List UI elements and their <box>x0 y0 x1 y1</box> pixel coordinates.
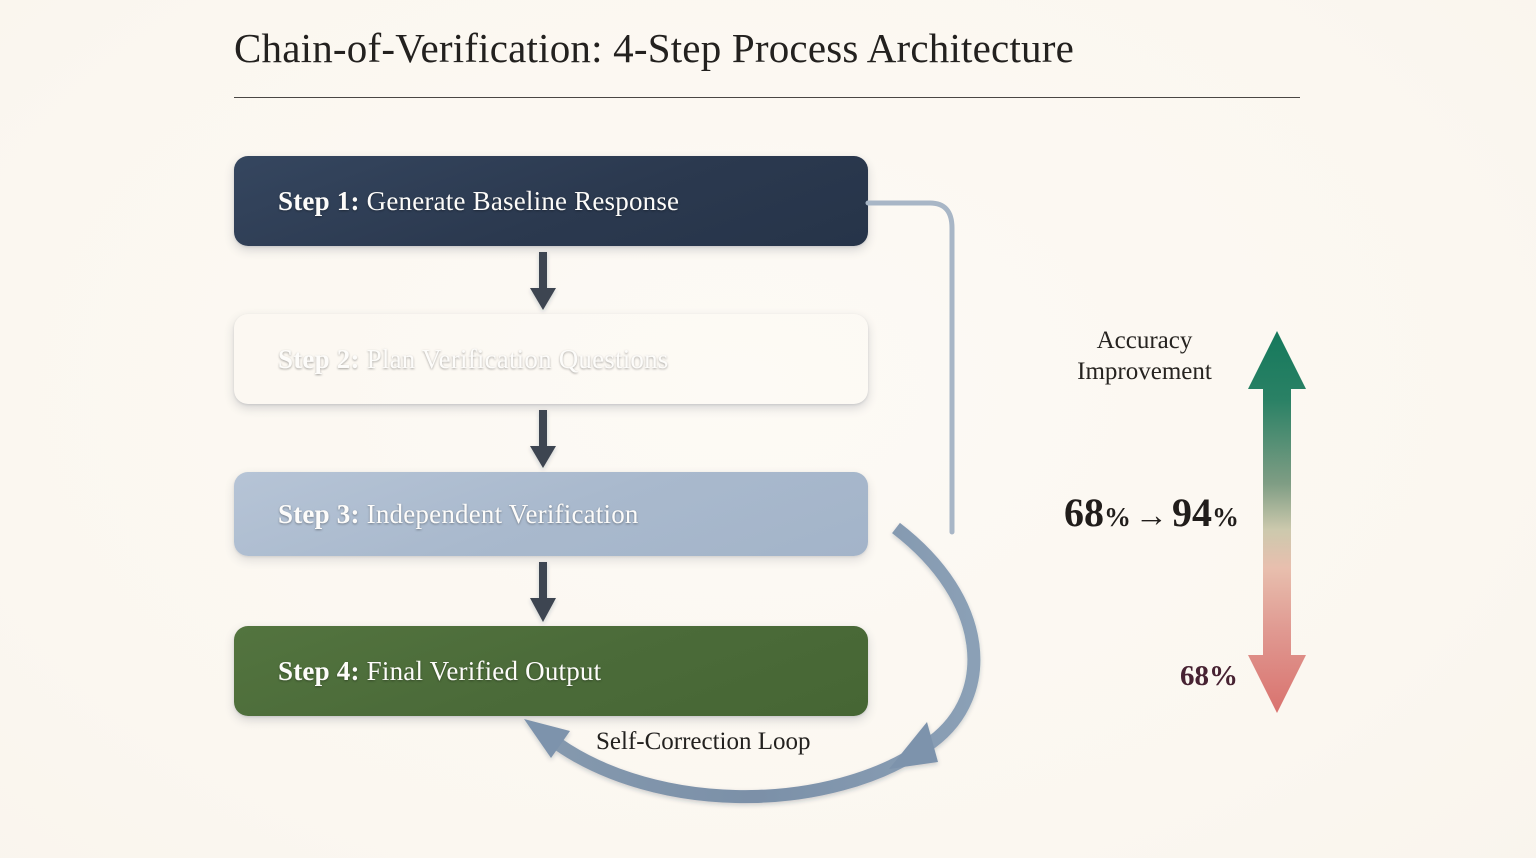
step-box-4[interactable]: Step 4: Final Verified Output <box>234 626 868 716</box>
step-label-2: Plan Verification Questions <box>366 343 669 374</box>
page-title: Chain-of-Verification: 4-Step Process Ar… <box>234 25 1074 71</box>
flow-arrow-3-to-4 <box>530 562 556 622</box>
flow-arrow-1-to-2 <box>530 252 556 310</box>
step-label-1: Generate Baseline Response <box>366 185 680 216</box>
accuracy-after-value: 94 <box>1172 490 1212 535</box>
step-number-4: Step 4: <box>278 655 360 686</box>
step-label-4: Final Verified Output <box>366 655 602 686</box>
right-arrow-icon: → <box>1135 498 1168 534</box>
gauge-title-line1: Accuracy <box>1096 327 1193 354</box>
step-box-1[interactable]: Step 1: Generate Baseline Response <box>234 156 868 246</box>
step-box-2[interactable]: Step 2: Plan Verification Questions <box>234 314 868 404</box>
step-number-1: Step 1: <box>278 185 360 216</box>
flow-arrow-2-to-3 <box>530 410 556 468</box>
gauge-title: Accuracy Improvement <box>1042 325 1247 387</box>
feedback-connector-line <box>865 200 955 535</box>
accuracy-comparison: 68%→94% <box>1064 489 1326 536</box>
accuracy-baseline-label: 68% <box>1180 660 1238 692</box>
step-number-3: Step 3: <box>278 498 360 529</box>
accuracy-before-unit: % <box>1104 502 1131 532</box>
gauge-title-line2: Improvement <box>1077 358 1212 385</box>
self-correction-loop-label: Self-Correction Loop <box>596 728 811 755</box>
accuracy-before-value: 68 <box>1064 490 1104 535</box>
step-label-3: Independent Verification <box>366 498 639 529</box>
accuracy-after-unit: % <box>1212 502 1239 532</box>
title-divider <box>234 97 1300 98</box>
step-number-2: Step 2: <box>278 343 360 374</box>
step-box-3[interactable]: Step 3: Independent Verification <box>234 472 868 556</box>
